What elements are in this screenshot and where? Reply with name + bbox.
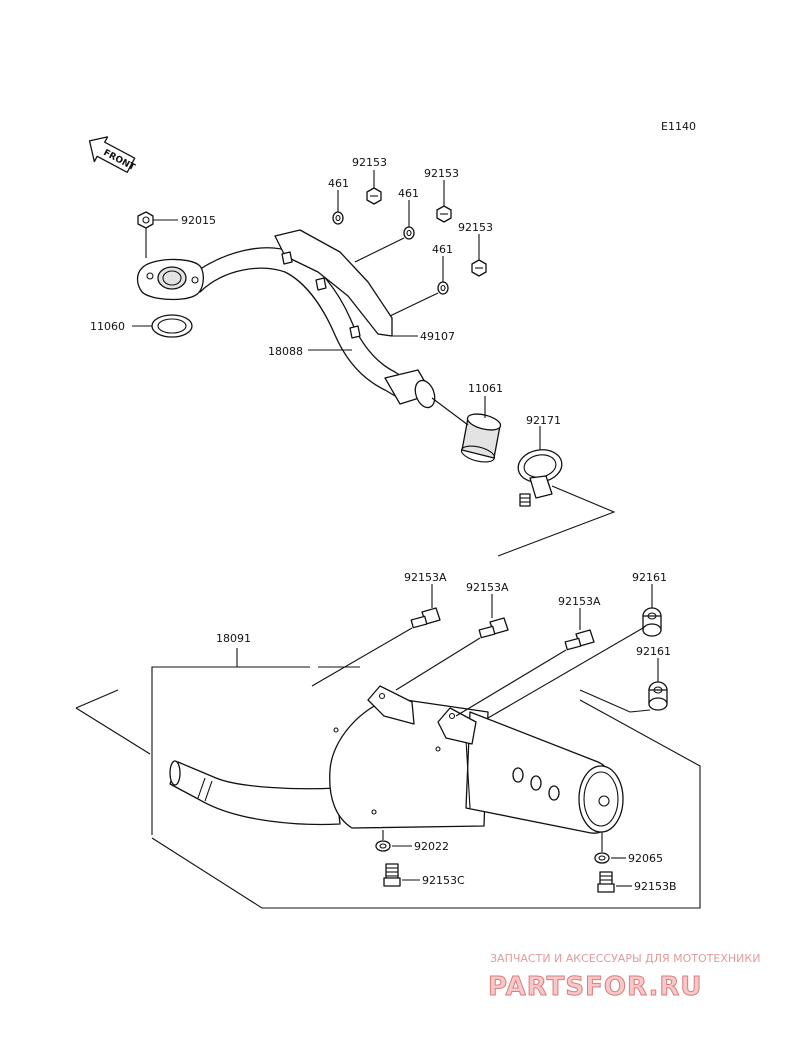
muffler-18091	[169, 685, 624, 834]
label-92153A-a: 92153A	[404, 571, 447, 584]
label-49107: 49107	[420, 330, 455, 343]
label-18088: 18088	[268, 345, 303, 358]
clamp-92171	[517, 449, 563, 507]
label-92153B: 92153B	[634, 880, 677, 893]
washer-92065	[594, 852, 610, 864]
label-461-b: 461	[398, 187, 419, 200]
nut-92015	[137, 211, 154, 229]
label-92065: 92065	[628, 852, 663, 865]
label-92022: 92022	[414, 840, 449, 853]
grommet-92161-a	[642, 607, 662, 637]
diagram-code: E1140	[661, 120, 696, 133]
bolt-92153B	[597, 871, 615, 893]
label-92015: 92015	[181, 214, 216, 227]
bolt-92153C	[383, 863, 401, 887]
label-92153-a: 92153	[352, 156, 387, 169]
grommet-92161-b	[648, 681, 668, 711]
front-arrow-icon: FRONT	[88, 136, 137, 173]
label-18091: 18091	[216, 632, 251, 645]
label-92171: 92171	[526, 414, 561, 427]
label-92153A-c: 92153A	[558, 595, 601, 608]
watermark-logo: PARTSFOR.RU	[488, 972, 702, 1002]
bolt-92153A-a	[410, 607, 441, 629]
label-11061: 11061	[468, 382, 503, 395]
washer-461-a	[332, 211, 344, 225]
label-92153C: 92153C	[422, 874, 465, 887]
label-92161-a: 92161	[632, 571, 667, 584]
label-92161-b: 92161	[636, 645, 671, 658]
washer-92022	[375, 840, 391, 852]
bolt-92153A-c	[564, 629, 595, 651]
label-461-a: 461	[328, 177, 349, 190]
bolt-92153A-b	[478, 617, 509, 639]
bolt-92153-a	[366, 187, 382, 205]
label-461-c: 461	[432, 243, 453, 256]
washer-461-c	[437, 281, 449, 295]
washer-461-b	[403, 226, 415, 240]
label-11060: 11060	[90, 320, 125, 333]
label-92153-b: 92153	[424, 167, 459, 180]
label-92153A-b: 92153A	[466, 581, 509, 594]
header-pipe-18088	[136, 229, 436, 409]
bolt-92153-b	[436, 205, 452, 223]
watermark-tagline: ЗАПЧАСТИ И АКСЕССУАРЫ ДЛЯ МОТОТЕХНИКИ	[490, 952, 760, 965]
bolt-92153-c	[471, 259, 487, 277]
sleeve-11061	[460, 413, 502, 463]
label-92153-c: 92153	[458, 221, 493, 234]
gasket-11060	[151, 314, 193, 338]
